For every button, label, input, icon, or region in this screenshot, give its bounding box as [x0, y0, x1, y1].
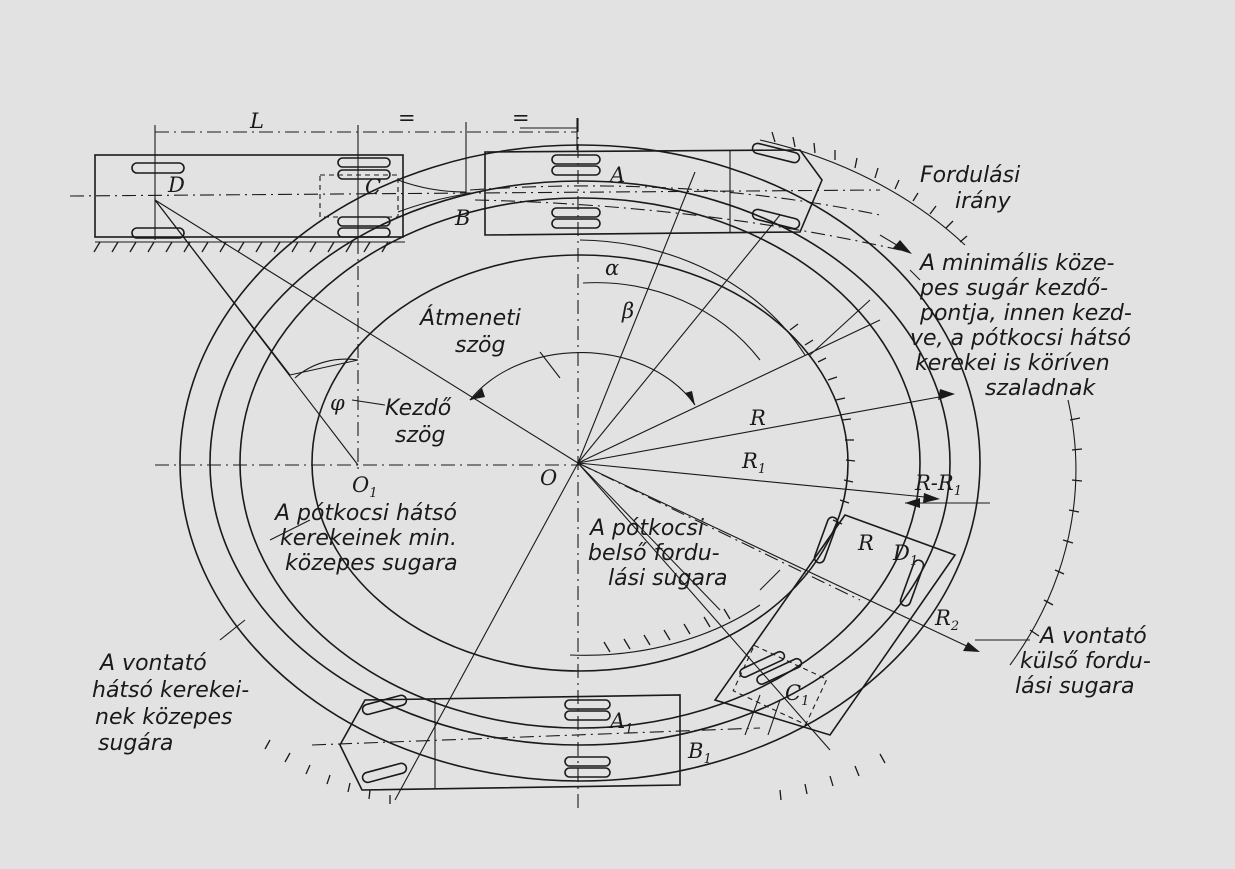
vehicle-axis: [69, 189, 881, 197]
svg-text:belső fordu-: belső fordu-: [588, 541, 720, 566]
label-A: A: [608, 163, 625, 187]
label-D1: D1: [892, 541, 918, 569]
arc-atmeneti: [469, 351, 696, 406]
label-R-minus-R1: R-R1: [914, 471, 962, 499]
trailer-coupling: [319, 174, 399, 218]
label-C1: C1: [785, 681, 809, 709]
label-eq-2: =: [512, 106, 530, 130]
label-A1: A1: [608, 709, 633, 737]
svg-text:külső fordu-: külső fordu-: [1020, 649, 1151, 674]
text-vontato-hatso: A vontató hátsó kerekei- nek közepes sug…: [92, 651, 249, 756]
symbol-labels: L = = D C A B α β φ O O1 R R1 R-R1 R D1 …: [167, 106, 962, 767]
text-potkocsi-hatso: A pótkocsi hátsó kerekeinek min. közepes…: [273, 501, 458, 576]
label-B: B: [454, 206, 470, 230]
label-R2: R2: [934, 606, 959, 634]
label-D: D: [167, 173, 185, 197]
svg-text:pontja, innen kezd-: pontja, innen kezd-: [919, 301, 1132, 326]
svg-text:szög: szög: [395, 423, 445, 448]
tractor-bottom: [311, 694, 761, 791]
svg-text:ve, a pótkocsi hátsó: ve, a pótkocsi hátsó: [910, 326, 1131, 351]
label-O: O: [540, 466, 557, 490]
inner-circle: [311, 254, 849, 672]
label-O1: O1: [352, 473, 378, 501]
arc-alpha: [579, 239, 806, 356]
middle-circle: [239, 197, 921, 729]
text-atmeneti-szog: Átmeneti szög: [418, 305, 521, 358]
arc-beta: [582, 282, 761, 361]
arc-phi: [294, 358, 359, 379]
text-vontato-kulso: A vontató külső fordu- lási sugara: [1015, 624, 1151, 699]
svg-text:irány: irány: [955, 189, 1012, 214]
label-L: L: [249, 109, 264, 133]
svg-text:lási sugara: lási sugara: [608, 566, 728, 591]
ground-hatching: [93, 131, 1083, 804]
top-dimension: [154, 118, 578, 240]
svg-text:lási sugara: lási sugara: [1015, 674, 1135, 699]
svg-text:hátsó kerekei-: hátsó kerekei-: [92, 678, 249, 703]
trailer-right: [713, 514, 957, 736]
tractor-body: [484, 149, 823, 236]
svg-text:Átmeneti: Átmeneti: [418, 305, 521, 331]
svg-text:A vontató: A vontató: [98, 651, 207, 676]
radius-lines: [154, 171, 990, 801]
svg-text:közepes sugara: közepes sugara: [285, 551, 458, 576]
tractor-rear-circle: [209, 180, 951, 746]
svg-text:A pótkocsi hátsó: A pótkocsi hátsó: [273, 501, 457, 526]
outer-circle: [179, 144, 981, 782]
svg-text:szaladnak: szaladnak: [985, 376, 1096, 401]
label-R-small: R: [857, 531, 874, 555]
label-phi: φ: [330, 391, 345, 415]
svg-text:kerekei is köríven: kerekei is köríven: [915, 351, 1110, 376]
svg-text:A minimális köze-: A minimális köze-: [918, 251, 1115, 276]
text-potkocsi-belso: A pótkocsi belső fordu- lási sugara: [588, 516, 728, 591]
label-alpha: α: [605, 256, 619, 280]
trailer-top: [94, 154, 467, 239]
svg-text:Kezdő: Kezdő: [385, 396, 452, 421]
svg-text:A vontató: A vontató: [1038, 624, 1147, 649]
svg-text:sugára: sugára: [98, 731, 173, 756]
label-eq-1: =: [398, 106, 416, 130]
tractor-top: [484, 142, 823, 236]
text-kezdo-szog: Kezdő szög: [385, 396, 452, 448]
svg-text:A pótkocsi: A pótkocsi: [588, 516, 704, 541]
trailer-body: [94, 154, 404, 238]
label-R1: R1: [741, 449, 766, 477]
text-fordulasi-irany: Fordulási irány: [920, 163, 1020, 214]
svg-text:pes sugár kezdő-: pes sugár kezdő-: [919, 276, 1108, 301]
svg-text:szög: szög: [455, 333, 505, 358]
text-minimalis-kozepes: A minimális köze- pes sugár kezdő- pontj…: [910, 251, 1132, 401]
label-B1: B1: [687, 739, 712, 767]
leader-lines: [219, 269, 1030, 641]
label-C: C: [365, 175, 381, 199]
label-R: R: [749, 406, 766, 430]
label-beta: β: [621, 299, 634, 323]
svg-text:kerekeinek min.: kerekeinek min.: [280, 526, 457, 551]
svg-text:nek közepes: nek közepes: [95, 705, 232, 730]
svg-text:Fordulási: Fordulási: [920, 163, 1020, 188]
turning-circles: [179, 144, 981, 782]
